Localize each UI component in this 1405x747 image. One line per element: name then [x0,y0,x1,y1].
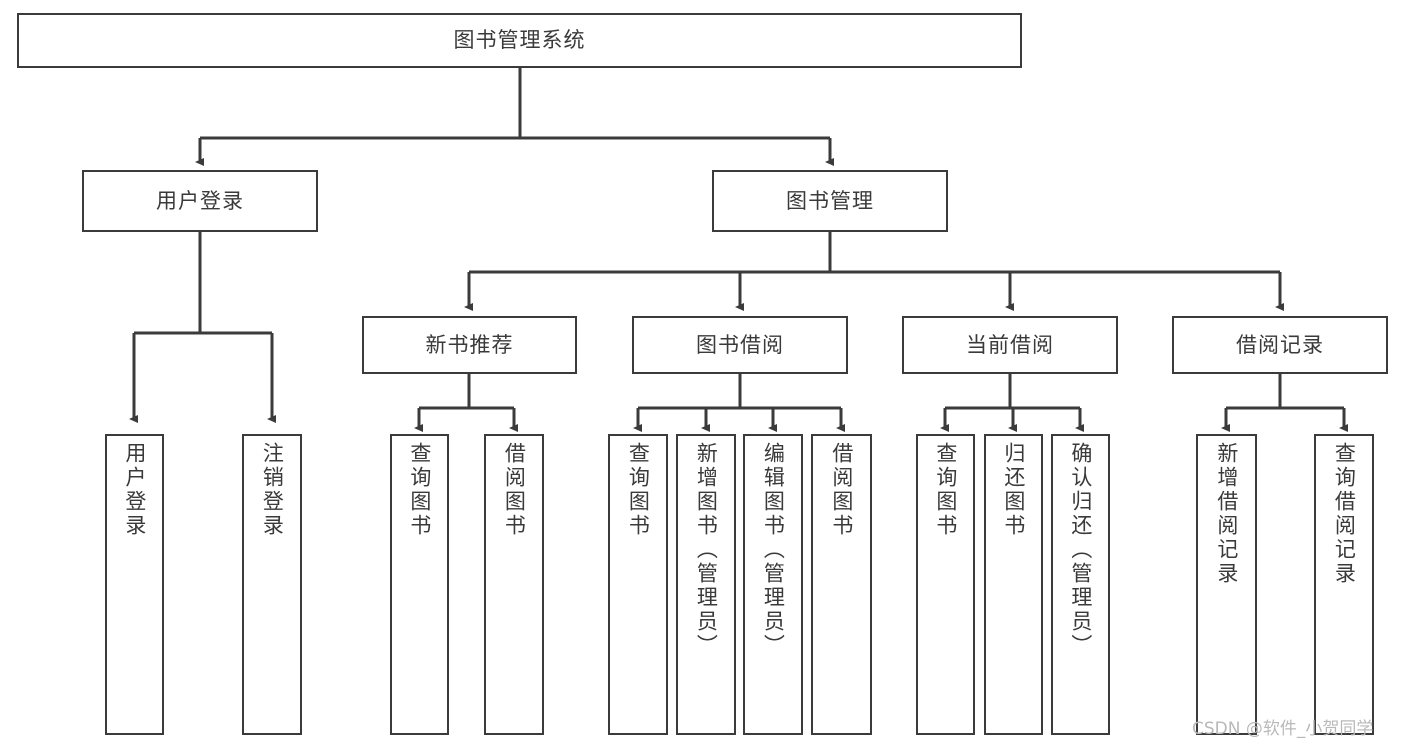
node-leaf-add-book-label: 新增图书（管理员） [694,442,719,658]
node-book-borrow[interactable]: 图书借阅 [632,316,848,374]
node-leaf-borrow-book-1-label: 借阅图书 [502,442,527,538]
node-leaf-query-book-2[interactable]: 查询图书 [608,434,668,735]
node-leaf-query-record[interactable]: 查询借阅记录 [1314,434,1374,735]
node-current-borrow-label: 当前借阅 [966,332,1054,357]
node-leaf-add-book[interactable]: 新增图书（管理员） [676,434,736,735]
node-root-label: 图书管理系统 [453,28,586,52]
node-root[interactable]: 图书管理系统 [17,13,1022,68]
node-book-borrow-label: 图书借阅 [696,332,784,357]
node-borrow-record[interactable]: 借阅记录 [1172,316,1388,374]
node-current-borrow[interactable]: 当前借阅 [902,316,1118,374]
node-leaf-borrow-book-2[interactable]: 借阅图书 [811,434,872,735]
node-leaf-return-book[interactable]: 归还图书 [984,434,1043,735]
node-leaf-edit-book[interactable]: 编辑图书（管理员） [743,434,803,735]
node-user-login-label: 用户登录 [156,188,244,213]
csdn-watermark: CSDN @软件_小贺同学 [1192,719,1374,739]
node-new-book-rec-label: 新书推荐 [425,332,514,357]
node-leaf-confirm-return[interactable]: 确认归还（管理员） [1051,434,1110,735]
node-leaf-user-login[interactable]: 用户登录 [105,434,164,735]
node-user-login[interactable]: 用户登录 [82,170,318,232]
node-leaf-edit-book-label: 编辑图书（管理员） [761,442,786,658]
node-leaf-query-book-2-label: 查询图书 [626,442,651,538]
node-book-manage-label: 图书管理 [786,188,874,213]
node-leaf-user-login-label: 用户登录 [122,442,147,538]
node-leaf-query-record-label: 查询借阅记录 [1332,442,1357,586]
node-book-manage[interactable]: 图书管理 [712,170,948,232]
node-leaf-add-record[interactable]: 新增借阅记录 [1196,434,1257,735]
node-leaf-user-logout[interactable]: 注销登录 [242,434,302,735]
node-leaf-query-book-1[interactable]: 查询图书 [390,434,449,735]
node-leaf-borrow-book-2-label: 借阅图书 [829,442,854,538]
node-new-book-rec[interactable]: 新书推荐 [362,316,577,374]
node-leaf-borrow-book-1[interactable]: 借阅图书 [484,434,544,735]
node-leaf-add-record-label: 新增借阅记录 [1214,442,1239,586]
node-borrow-record-label: 借阅记录 [1236,332,1324,357]
node-leaf-user-logout-label: 注销登录 [260,442,285,538]
node-leaf-query-book-3[interactable]: 查询图书 [916,434,975,735]
node-leaf-return-book-label: 归还图书 [1001,442,1026,538]
node-leaf-query-book-1-label: 查询图书 [407,442,432,538]
node-leaf-query-book-3-label: 查询图书 [933,442,958,538]
node-leaf-confirm-return-label: 确认归还（管理员） [1068,442,1093,658]
